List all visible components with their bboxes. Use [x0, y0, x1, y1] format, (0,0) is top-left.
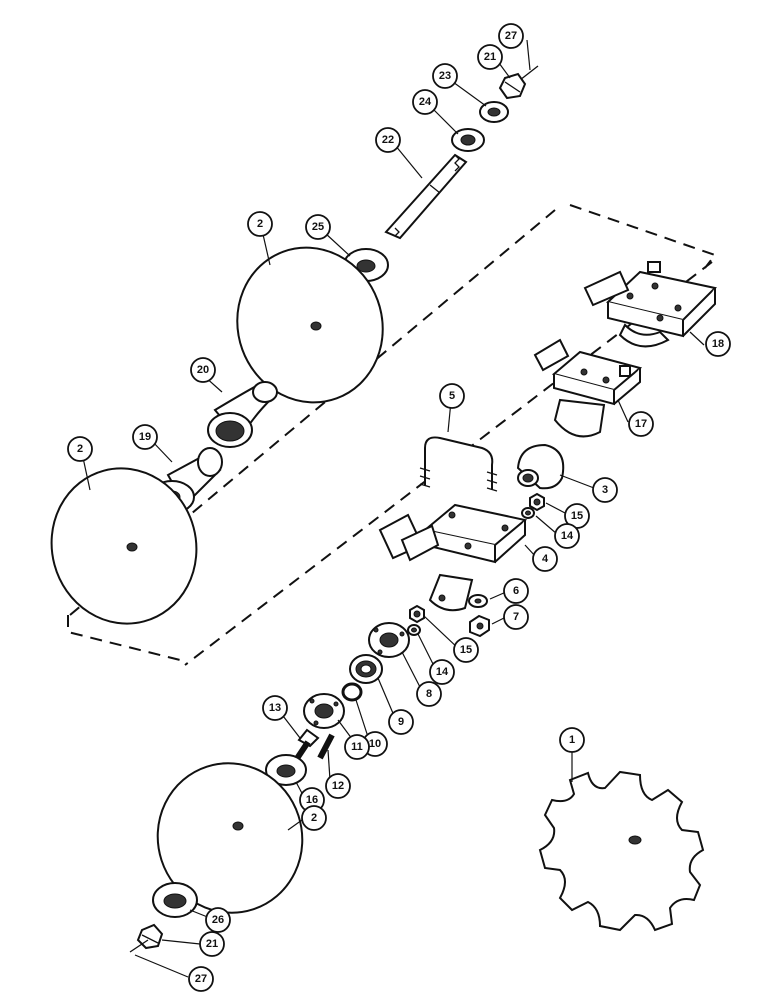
- nut-15-lower: [409, 604, 425, 624]
- callout-label: 5: [449, 390, 455, 402]
- callout-label: 20: [197, 364, 209, 376]
- callout-label: 15: [460, 644, 472, 656]
- notched-disc-blade-1: [538, 770, 705, 932]
- callout-label: 11: [351, 741, 363, 753]
- callout-2-lower: 2: [301, 805, 327, 831]
- cotter-pin-27-bottom: [129, 939, 149, 953]
- nut-7: [469, 614, 490, 638]
- callout-label: 2: [257, 218, 263, 230]
- callout-label: 15: [571, 510, 583, 522]
- flange-11: [303, 693, 345, 729]
- callout-15-lower: 15: [453, 637, 479, 663]
- bracket-17: [533, 338, 643, 438]
- callout-19: 19: [132, 424, 158, 450]
- spacer-16: [265, 754, 307, 786]
- callout-label: 14: [561, 530, 574, 542]
- bearing-9: [349, 654, 383, 684]
- callout-label: 26: [212, 914, 224, 926]
- bolt-13: [293, 728, 320, 762]
- callout-label: 7: [513, 611, 519, 623]
- disc-blade-2-lower: [156, 762, 304, 914]
- callout-label: 3: [602, 484, 608, 496]
- callout-27-bottom: 27: [188, 966, 214, 992]
- callout-label: 12: [332, 780, 344, 792]
- callout-7: 7: [503, 604, 529, 630]
- callout-23: 23: [432, 63, 458, 89]
- callout-26: 26: [205, 907, 231, 933]
- callout-22: 22: [375, 127, 401, 153]
- callout-label: 21: [206, 938, 218, 950]
- callout-label: 9: [398, 716, 404, 728]
- dust-cap-3: [516, 443, 565, 490]
- callout-label: 25: [312, 221, 324, 233]
- spacer-26: [152, 882, 198, 918]
- callout-2-upper: 2: [247, 211, 273, 237]
- washer-24: [451, 128, 485, 152]
- disc-blade-2-left: [50, 467, 198, 625]
- callout-label: 22: [382, 134, 394, 146]
- callout-24: 24: [412, 89, 438, 115]
- callout-label: 27: [195, 973, 207, 985]
- callout-2-left: 2: [67, 436, 93, 462]
- washer-14-upper: [521, 507, 535, 519]
- nut-15-upper: [529, 492, 545, 512]
- callout-6: 6: [503, 578, 529, 604]
- callout-label: 10: [369, 738, 381, 750]
- callout-1: 1: [559, 727, 585, 753]
- callout-8: 8: [416, 681, 442, 707]
- callout-9: 9: [388, 709, 414, 735]
- callout-label: 4: [542, 553, 549, 565]
- flange-8: [368, 622, 410, 658]
- callout-label: 1: [569, 734, 575, 746]
- axle-bolt-22: [384, 153, 468, 240]
- callout-label: 6: [513, 585, 519, 597]
- callout-25: 25: [305, 214, 331, 240]
- callout-label: 14: [436, 666, 449, 678]
- callout-21-top: 21: [477, 44, 503, 70]
- bracket-18: [583, 261, 718, 348]
- callout-20: 20: [190, 357, 216, 383]
- cotter-pin-27-top: [519, 65, 539, 81]
- callout-label: 2: [77, 443, 83, 455]
- bracket-4: [378, 503, 528, 612]
- callout-18: 18: [705, 331, 731, 357]
- callout-label: 13: [269, 702, 281, 714]
- washer-6: [468, 594, 488, 608]
- callout-17: 17: [628, 411, 654, 437]
- castle-nut-21-top: [498, 72, 527, 100]
- callout-13: 13: [262, 695, 288, 721]
- callout-label: 2: [311, 812, 317, 824]
- washer-23: [479, 101, 509, 123]
- callout-label: 8: [426, 688, 432, 700]
- washer-14-lower: [407, 624, 421, 636]
- callout-3: 3: [592, 477, 618, 503]
- callout-5: 5: [439, 383, 465, 409]
- callout-21-bottom: 21: [199, 931, 225, 957]
- callout-27-top: 27: [498, 23, 524, 49]
- callout-14-lower: 14: [429, 659, 455, 685]
- spool-20: [207, 381, 278, 448]
- callout-label: 18: [712, 338, 724, 350]
- disc-blade-2-upper: [236, 246, 384, 404]
- u-bolt-5: [419, 436, 498, 492]
- callout-label: 21: [484, 51, 496, 63]
- callout-label: 17: [635, 418, 647, 430]
- callout-label: 23: [439, 70, 451, 82]
- callout-14-upper: 14: [554, 523, 580, 549]
- callout-label: 24: [419, 96, 432, 108]
- callout-label: 27: [505, 30, 517, 42]
- callout-11: 11: [344, 734, 370, 760]
- callout-12: 12: [325, 773, 351, 799]
- callout-4: 4: [532, 546, 558, 572]
- snap-ring-10: [341, 682, 363, 702]
- callout-label: 19: [139, 431, 151, 443]
- leader-lines: [81, 39, 705, 978]
- bolt-12: [317, 733, 335, 760]
- callout-label: 16: [306, 794, 318, 806]
